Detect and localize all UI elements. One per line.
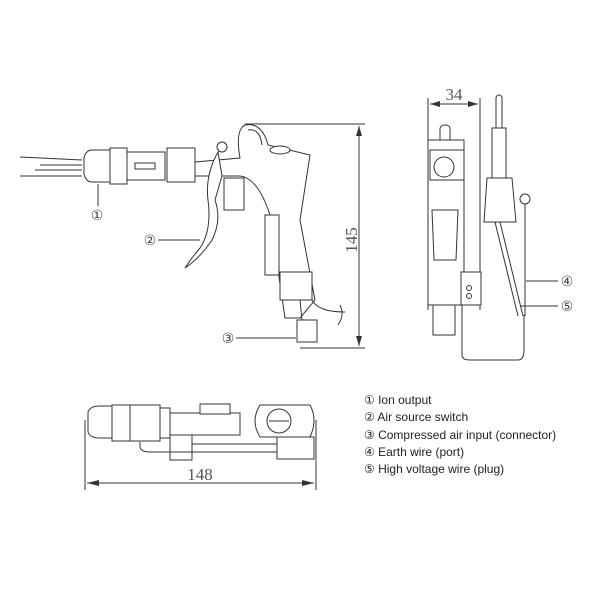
callout-4: ④ (561, 274, 574, 290)
nozzle (83, 149, 111, 183)
trigger (184, 150, 223, 269)
valve-block (223, 177, 245, 211)
hv-plug (483, 177, 517, 223)
legend-item-ion-output: ① Ion output (364, 393, 432, 407)
width-label: 34 (446, 85, 464, 104)
callout-3: ③ (222, 331, 235, 347)
connector-socket (433, 156, 455, 178)
airflow-lines (19, 156, 83, 177)
hv-plug-pin (495, 94, 503, 131)
legend-item-air-source-switch: ② Air source switch (364, 410, 469, 425)
legend: ① Ion output ② Air source switch ③ Compr… (364, 392, 556, 478)
air-connector (296, 319, 318, 343)
earth-ring (519, 193, 531, 205)
hex-nut (109, 147, 128, 185)
pivot (216, 141, 228, 153)
front-view: 34 ④ ⑤ (427, 85, 574, 361)
height-dimension: 145 (245, 123, 365, 349)
grip-rings (264, 214, 280, 276)
top-button (269, 145, 291, 155)
legend-item-earth-wire: ④ Earth wire (port) (364, 444, 465, 459)
callout-1: ① (91, 208, 104, 224)
barrel-slot (134, 162, 156, 170)
callout-5: ⑤ (561, 299, 574, 315)
side-view: 145 ① ② ③ (19, 123, 365, 349)
callout-2: ② (144, 233, 157, 249)
grip-collar (279, 271, 313, 301)
length-label: 148 (187, 465, 213, 484)
legend-item-compressed-air-input: ③ Compressed air input (connector) (364, 427, 557, 442)
top-view: 148 (84, 403, 317, 490)
height-label: 145 (342, 227, 361, 253)
legend-item-high-voltage-wire: ⑤ High voltage wire (plug) (364, 462, 505, 477)
gun-body (194, 124, 316, 319)
collar (166, 147, 196, 183)
